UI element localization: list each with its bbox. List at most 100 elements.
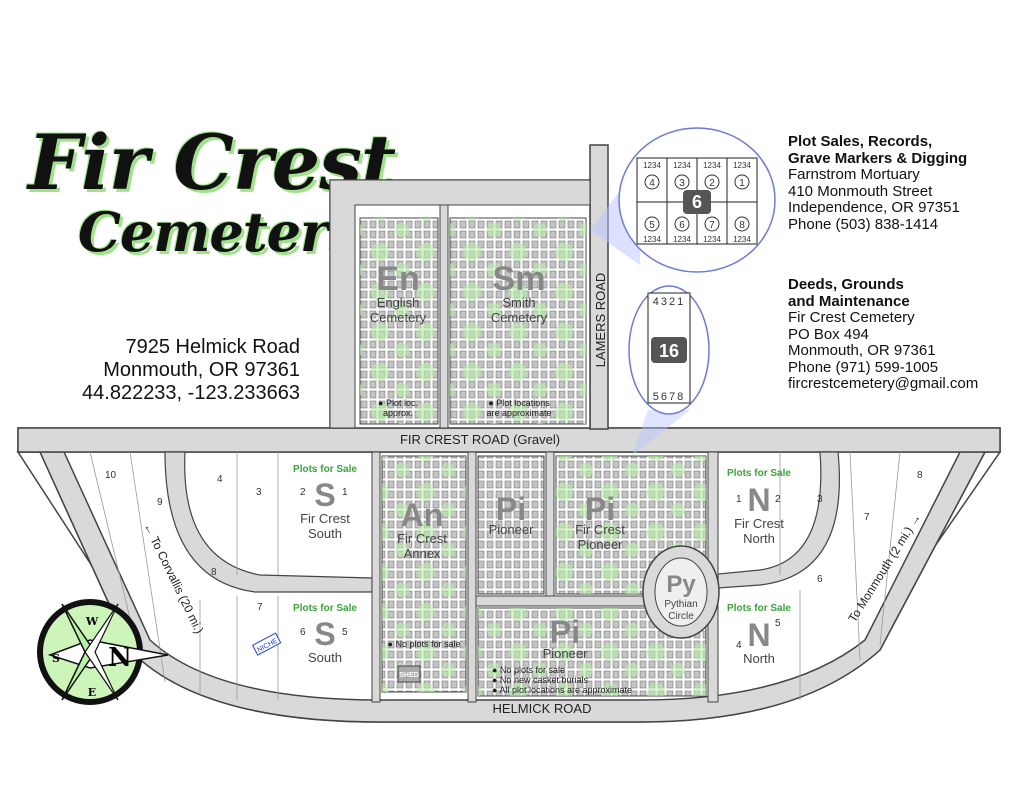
smith-name-2: Cemetery — [491, 310, 548, 325]
compass-n: N — [108, 643, 132, 673]
south-abbr: S — [314, 616, 335, 652]
fir-crest-north-for-sale: Plots for Sale — [727, 468, 791, 479]
sales-line-3: Independence, OR 97351 — [788, 199, 960, 216]
annex-abbr: An — [401, 497, 444, 533]
lot-number: 4 — [736, 640, 742, 651]
north-divider-road — [439, 204, 449, 429]
lot-numbers: 10 9 8 7 4 3 2 1 6 5 1 2 3 4 5 6 7 8 — [105, 470, 923, 651]
lot-number: 2 — [300, 487, 306, 498]
lot-number: 8 — [917, 470, 923, 481]
inset6-circle: 4 — [649, 178, 655, 189]
pythian-abbr: Py — [666, 571, 696, 598]
inset6-circle: 5 — [649, 220, 655, 231]
inset6-circle: 2 — [709, 178, 715, 189]
lot-number: 10 — [105, 470, 117, 481]
english-cemetery-trees — [360, 218, 438, 424]
lot-number: 8 — [211, 567, 217, 578]
annex-trees — [382, 456, 466, 692]
lot-number: 2 — [775, 494, 781, 505]
lot-number: 3 — [256, 487, 262, 498]
fir-crest-south-abbr: S — [314, 477, 335, 513]
compass-rose: N S W E — [37, 599, 169, 705]
deeds-contact-block: Deeds, Grounds and Maintenance Fir Crest… — [788, 276, 978, 393]
annex-west-road — [371, 451, 381, 703]
pioneer-west-name: Pioneer — [489, 522, 534, 537]
smith-abbr: Sm — [493, 260, 546, 298]
shed-label: SHED — [399, 672, 418, 679]
lot-number: 7 — [864, 512, 870, 523]
sales-heading-2: Grave Markers & Digging — [788, 149, 968, 167]
pioneer-south-note-3: ● All plot locations are approximate — [492, 685, 632, 695]
pythian-name-2: Circle — [668, 611, 694, 622]
fir-crest-south-name-1: Fir Crest — [300, 511, 350, 526]
sales-heading-1: Plot Sales, Records, — [788, 133, 933, 150]
fir-crest-north-name-1: Fir Crest — [734, 516, 784, 531]
pioneer-east-name-2: Pioneer — [578, 537, 623, 552]
inset6-circle: 3 — [679, 178, 685, 189]
lot-number: 5 — [775, 618, 781, 629]
pioneer-south-name: Pioneer — [543, 646, 588, 661]
south-curve-road — [164, 451, 373, 593]
north-inner-road — [329, 179, 591, 429]
annex-name-2: Annex — [404, 546, 441, 561]
inset-block-16: 4321 5678 16 — [628, 285, 710, 456]
fir-crest-north-name-2: North — [743, 531, 775, 546]
inset-block-6: 1234 1234 1234 1234 1234 1234 1234 1234 … — [590, 127, 776, 273]
pythian-circle — [654, 557, 708, 627]
city-address: Monmouth, OR 97361 — [103, 359, 300, 381]
deeds-line-1: Fir Crest Cemetery — [788, 309, 915, 326]
english-abbr: En — [376, 260, 419, 298]
north-abbr: N — [747, 617, 770, 653]
sales-line-1: Farnstrom Mortuary — [788, 166, 920, 183]
inset6-row: 1234 — [643, 235, 661, 244]
inset16-label: 16 — [659, 341, 679, 361]
compass-w: W — [85, 615, 99, 628]
smith-name-1: Smith — [502, 295, 535, 310]
inset6-row: 1234 — [673, 235, 691, 244]
english-name-2: Cemetery — [370, 310, 427, 325]
english-note-1: ● Plot loc. — [378, 398, 418, 408]
sales-line-2: 410 Monmouth Street — [788, 182, 933, 200]
inset6-circle: 1 — [739, 178, 745, 189]
lot-number: 6 — [817, 574, 823, 585]
north-for-sale: Plots for Sale — [727, 603, 791, 614]
lot-number: 4 — [217, 474, 223, 485]
english-note-2: approx. — [383, 408, 413, 418]
deeds-heading-1: Deeds, Grounds — [788, 276, 904, 293]
helmick-road-label: HELMICK ROAD — [493, 701, 592, 716]
shed — [397, 665, 421, 683]
deeds-heading-2: and Maintenance — [788, 292, 910, 310]
english-name-1: English — [377, 295, 420, 310]
pioneer-south-abbr: Pi — [550, 614, 580, 650]
section-labels: En English Cemetery ● Plot loc. approx. … — [293, 260, 791, 695]
pioneer-west-abbr: Pi — [496, 491, 526, 527]
inset6-row: 1234 — [733, 235, 751, 244]
compass-e: E — [88, 686, 96, 699]
fir-crest-road-label: FIR CREST ROAD (Gravel) — [400, 432, 560, 447]
fir-crest-south-for-sale: Plots for Sale — [293, 464, 357, 475]
inset6-circle: 7 — [709, 220, 715, 231]
pioneer-middle-road — [545, 451, 555, 603]
lamers-road-label: LAMERS ROAD — [593, 273, 608, 368]
sales-contact-block: Plot Sales, Records, Grave Markers & Dig… — [788, 133, 968, 233]
pioneer-south-note-1: ● No plots for sale — [492, 665, 565, 675]
inset6-label: 6 — [692, 192, 702, 212]
fir-crest-south-name-2: South — [308, 526, 342, 541]
inset6-circle: 8 — [739, 220, 745, 231]
fir-crest-north-abbr: N — [747, 482, 770, 518]
pioneer-east-name-1: Fir Crest — [575, 522, 625, 537]
smith-note-1: ● Plot locations — [488, 398, 550, 408]
north-name: North — [743, 651, 775, 666]
smith-note-2: are approximate — [486, 408, 551, 418]
sales-phone: Phone (503) 838-1414 — [788, 215, 939, 233]
fir-crest-road — [17, 427, 1001, 453]
deeds-line-3: Monmouth, OR 97361 — [788, 342, 936, 359]
lot-number: 1 — [736, 494, 742, 505]
inset16-top: 4321 — [653, 296, 685, 308]
deeds-phone: Phone (971) 599-1005 — [788, 358, 939, 376]
lot-number: 9 — [157, 497, 163, 508]
street-address: 7925 Helmick Road — [125, 336, 300, 358]
inset16-bottom: 5678 — [653, 391, 685, 403]
pioneer-east-abbr: Pi — [585, 491, 615, 527]
